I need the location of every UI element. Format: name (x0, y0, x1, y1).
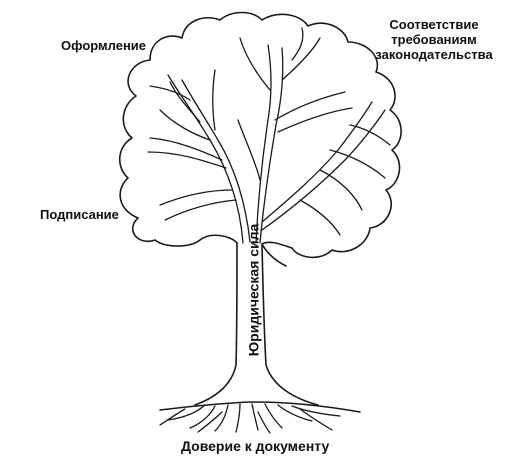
label-compliance-line-1: Соответствие (389, 17, 479, 32)
canopy-outline (119, 11, 402, 267)
trunk-right-edge (261, 243, 319, 406)
label-compliance: Соответствие требованиям законодательств… (372, 17, 496, 62)
label-design: Оформление (61, 38, 147, 53)
label-compliance-line-3: законодательства (375, 47, 493, 62)
label-legal-force: Юридическая сила (245, 223, 262, 357)
branches (147, 27, 391, 244)
trunk-left-edge (194, 242, 238, 406)
root-base (159, 401, 361, 413)
roots (159, 403, 341, 434)
label-signing: Подписание (40, 207, 119, 222)
label-compliance-line-2: требованиям (391, 32, 477, 47)
label-trust: Доверие к документу (181, 438, 330, 454)
